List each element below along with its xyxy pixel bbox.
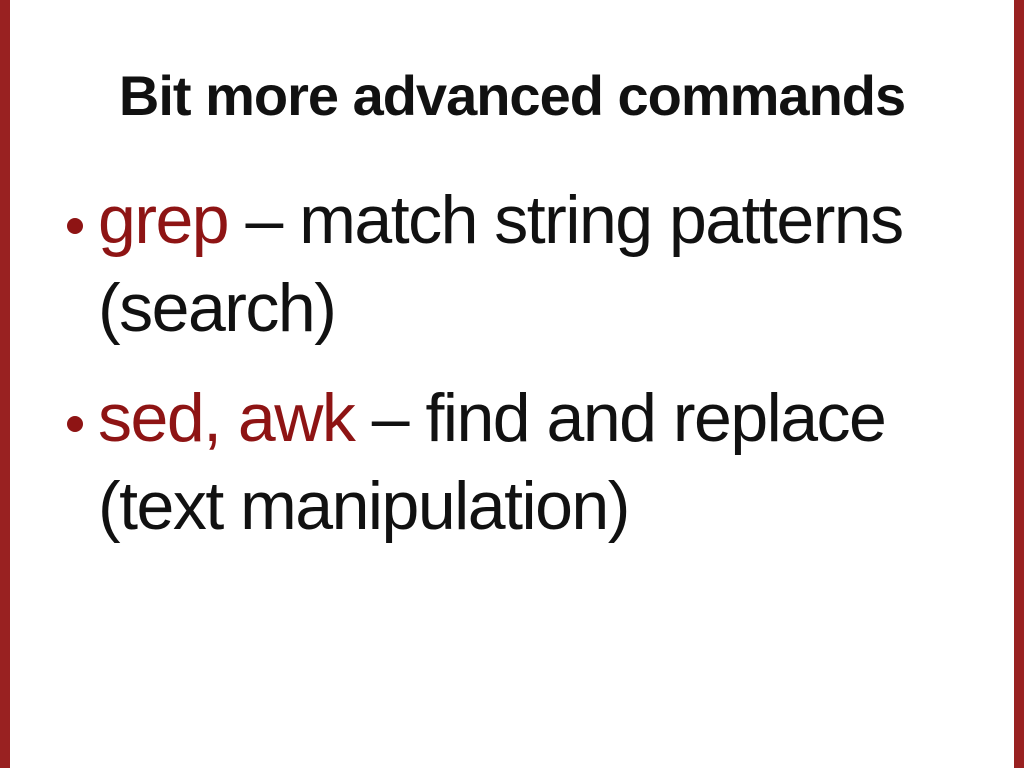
bullet-text: – find and replace bbox=[371, 380, 887, 456]
list-item-grep: grep – match string patterns (search) bbox=[60, 176, 1000, 352]
bullet-list: grep – match string patterns (search) se… bbox=[60, 176, 1000, 572]
bullet-text-line2: (text manipulation) bbox=[98, 468, 630, 544]
right-edge-bar bbox=[1014, 0, 1024, 768]
command-keyword: grep bbox=[98, 182, 230, 258]
bullet-text-line2: (search) bbox=[98, 270, 337, 346]
bullet-icon bbox=[67, 416, 83, 432]
slide-title: Bit more advanced commands bbox=[118, 64, 906, 127]
left-edge-bar bbox=[0, 0, 10, 768]
command-keyword: sed, awk bbox=[98, 380, 356, 456]
bullet-text: – match string patterns bbox=[245, 182, 905, 258]
bullet-icon bbox=[67, 218, 83, 234]
list-item-sed-awk: sed, awk – find and replace (text manipu… bbox=[60, 374, 1000, 550]
